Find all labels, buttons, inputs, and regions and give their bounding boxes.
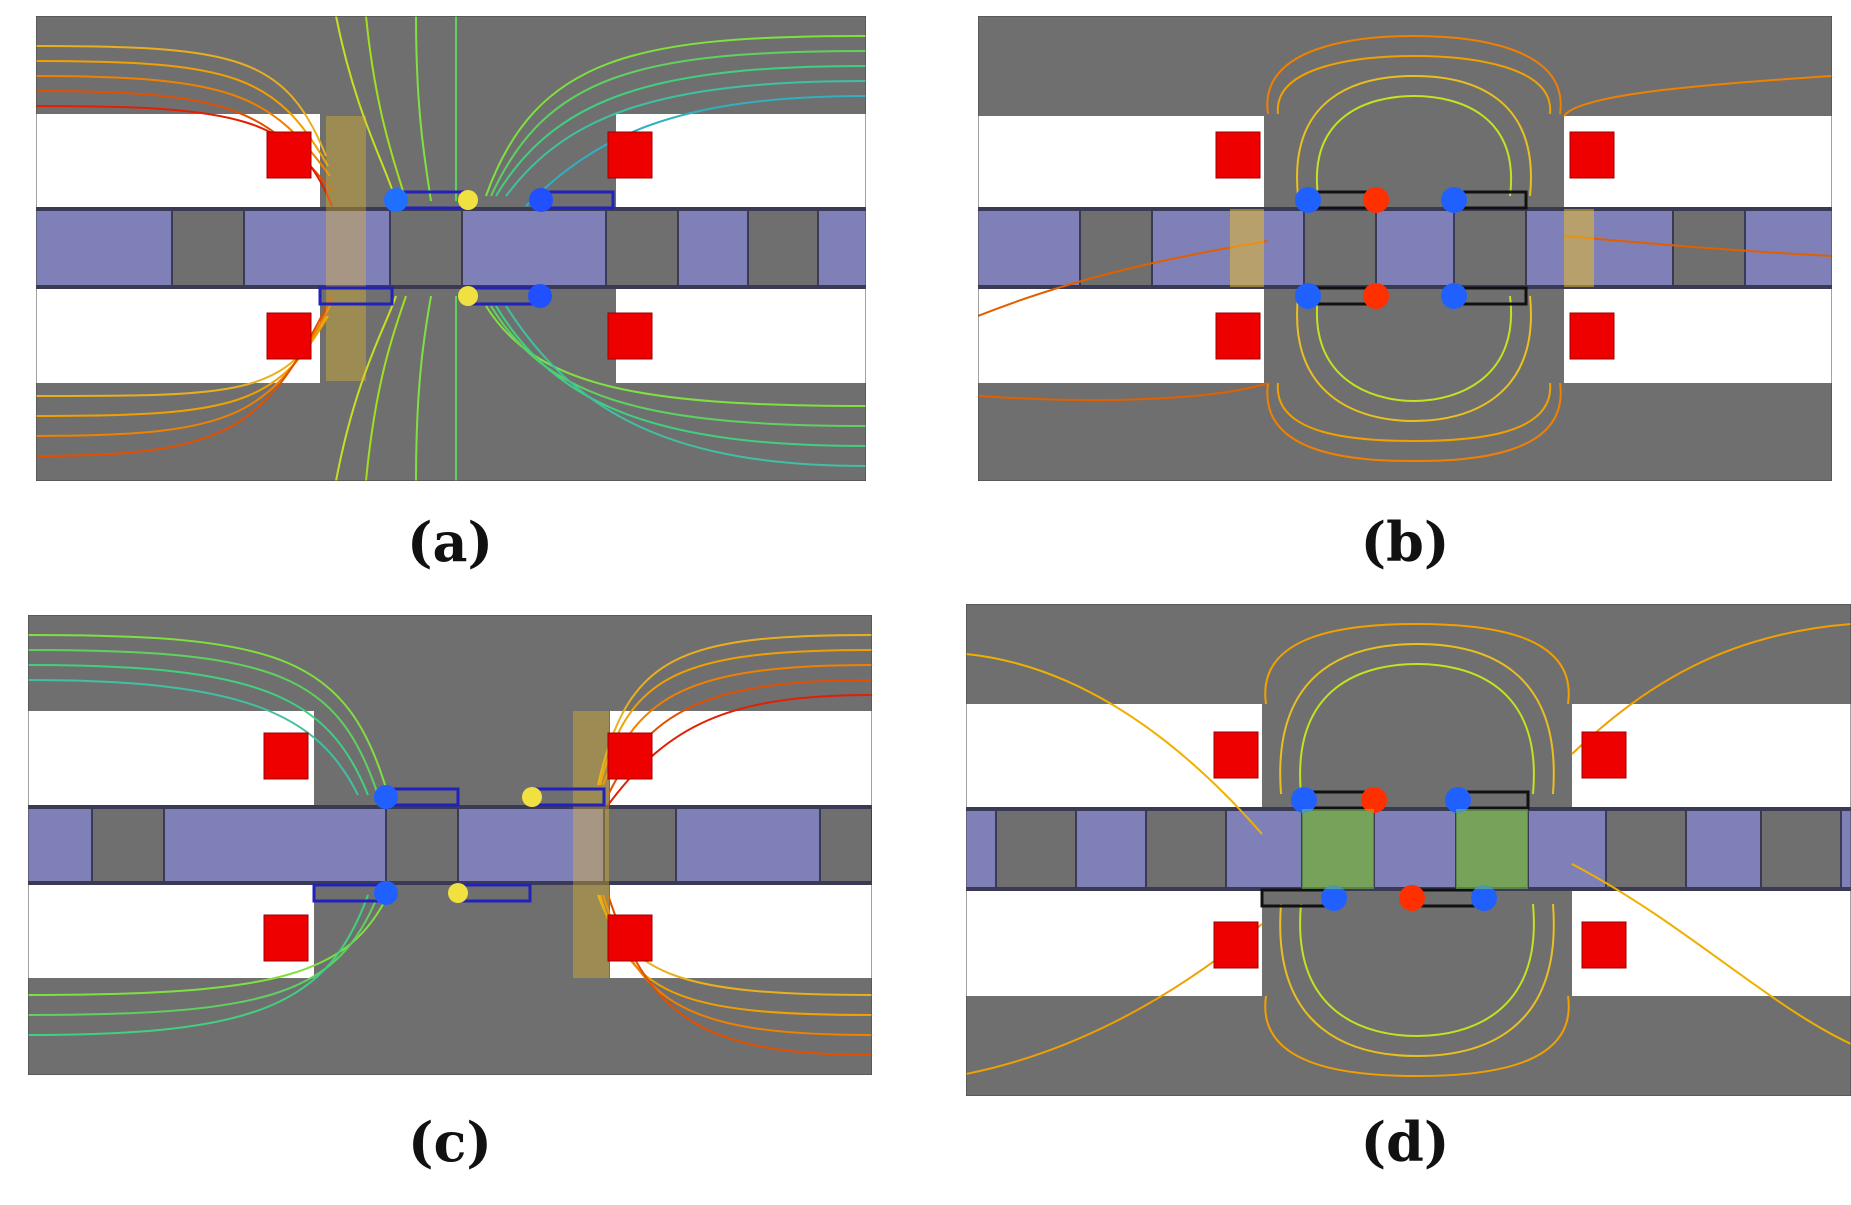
panel-b — [978, 16, 1832, 481]
caption-a: (a) — [406, 510, 494, 574]
panel-d — [966, 604, 1851, 1096]
field-plot-c — [28, 615, 872, 1075]
flux-concentration — [326, 116, 366, 381]
panel-a — [36, 16, 866, 481]
caption-d: (d) — [1360, 1110, 1450, 1174]
field-plot-b — [978, 16, 1832, 481]
mover-segments — [171, 208, 819, 288]
field-plot-a — [36, 16, 866, 481]
field-plot-d — [966, 604, 1851, 1096]
caption-b: (b) — [1360, 510, 1450, 574]
caption-c: (c) — [408, 1110, 492, 1174]
lower-core — [36, 383, 866, 481]
panel-c — [28, 615, 872, 1075]
magnet-hotspots — [384, 188, 553, 308]
coil-blocks — [266, 131, 653, 360]
